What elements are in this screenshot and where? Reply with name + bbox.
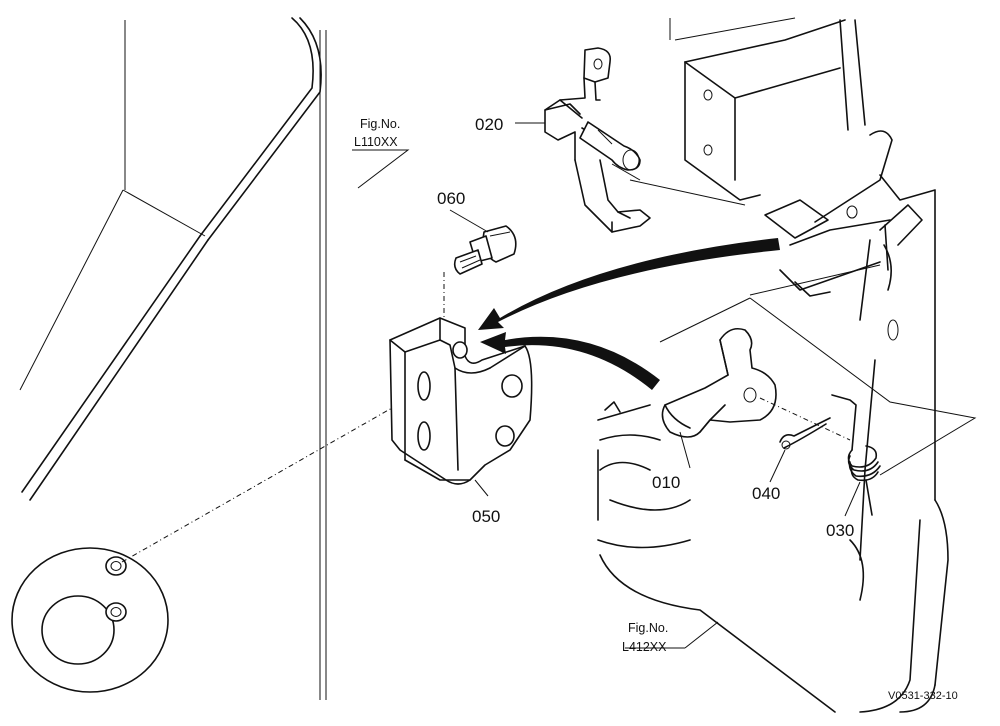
label-010: 010 bbox=[652, 473, 680, 492]
part-030-spring bbox=[831, 394, 881, 516]
assembly-line-boss bbox=[121, 391, 421, 563]
part-040-snap-pin bbox=[779, 417, 831, 450]
label-040: 040 bbox=[752, 484, 780, 503]
label-030: 030 bbox=[826, 521, 854, 540]
assembly-arrows bbox=[478, 238, 780, 390]
fig-ref-l412xx-line1: Fig.No. bbox=[628, 621, 668, 635]
left-body-panel bbox=[19, 17, 327, 700]
part-050-u-bracket bbox=[389, 317, 533, 485]
right-chassis-frame bbox=[597, 17, 977, 713]
part-010-latch-plate bbox=[661, 327, 777, 438]
drawing-code: V0531-332-10 bbox=[888, 690, 958, 702]
part-020-pin-bracket bbox=[544, 47, 651, 233]
fig-ref-l110xx-line2: L110XX bbox=[354, 135, 398, 149]
label-050: 050 bbox=[472, 507, 500, 526]
fig-ref-l110xx-line1: Fig.No. bbox=[360, 117, 400, 131]
fig-ref-l412xx-line2: L412XX bbox=[622, 640, 667, 654]
label-020: 020 bbox=[475, 115, 503, 134]
part-060-bolt bbox=[453, 225, 517, 275]
assembly-line-pin bbox=[759, 397, 851, 441]
mounting-boss bbox=[11, 547, 169, 693]
leader-lines bbox=[352, 122, 861, 649]
label-060: 060 bbox=[437, 189, 465, 208]
